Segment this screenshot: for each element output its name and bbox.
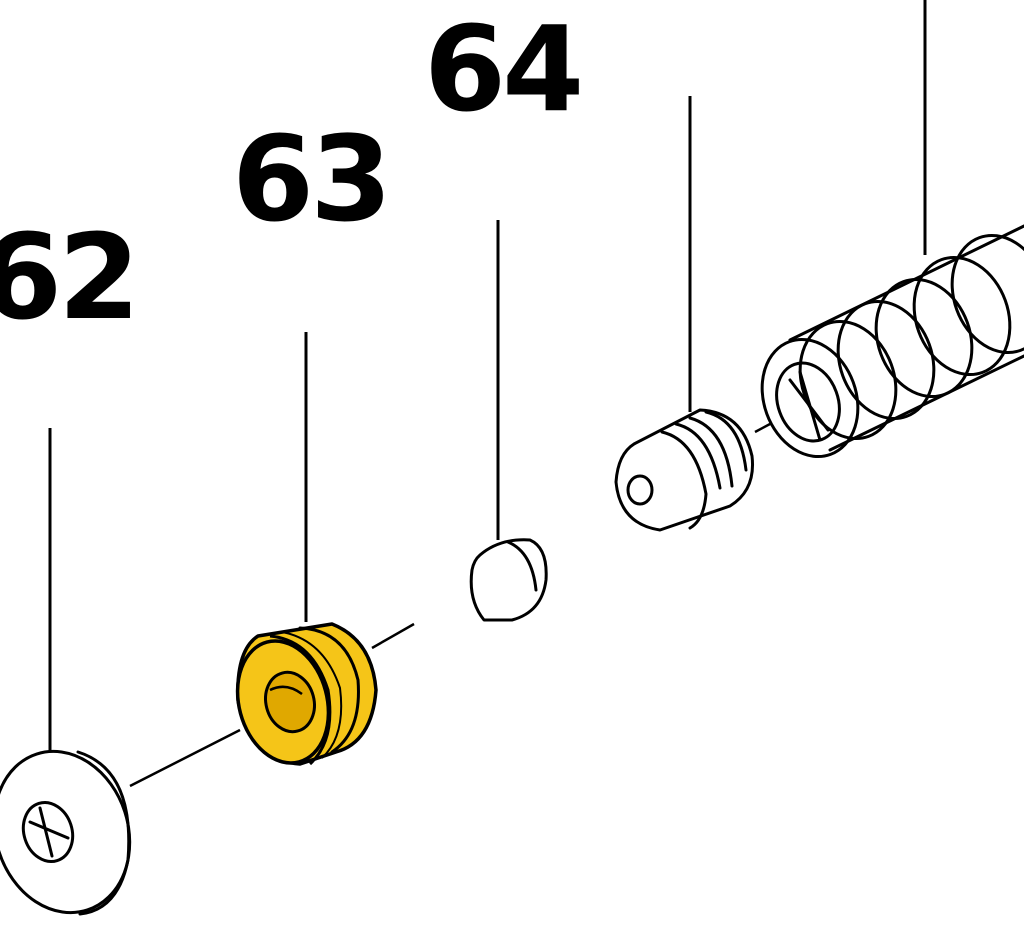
valve-piston [614, 408, 755, 532]
label-part-64: 64 [424, 0, 580, 138]
part-63-bushing [235, 622, 378, 766]
assembly-axis [129, 422, 771, 788]
part-64-ball [469, 538, 548, 622]
label-part-63: 63 [232, 110, 388, 248]
part-62-washer [0, 749, 132, 916]
spring [760, 224, 1024, 459]
label-part-62: 62 [0, 208, 136, 346]
